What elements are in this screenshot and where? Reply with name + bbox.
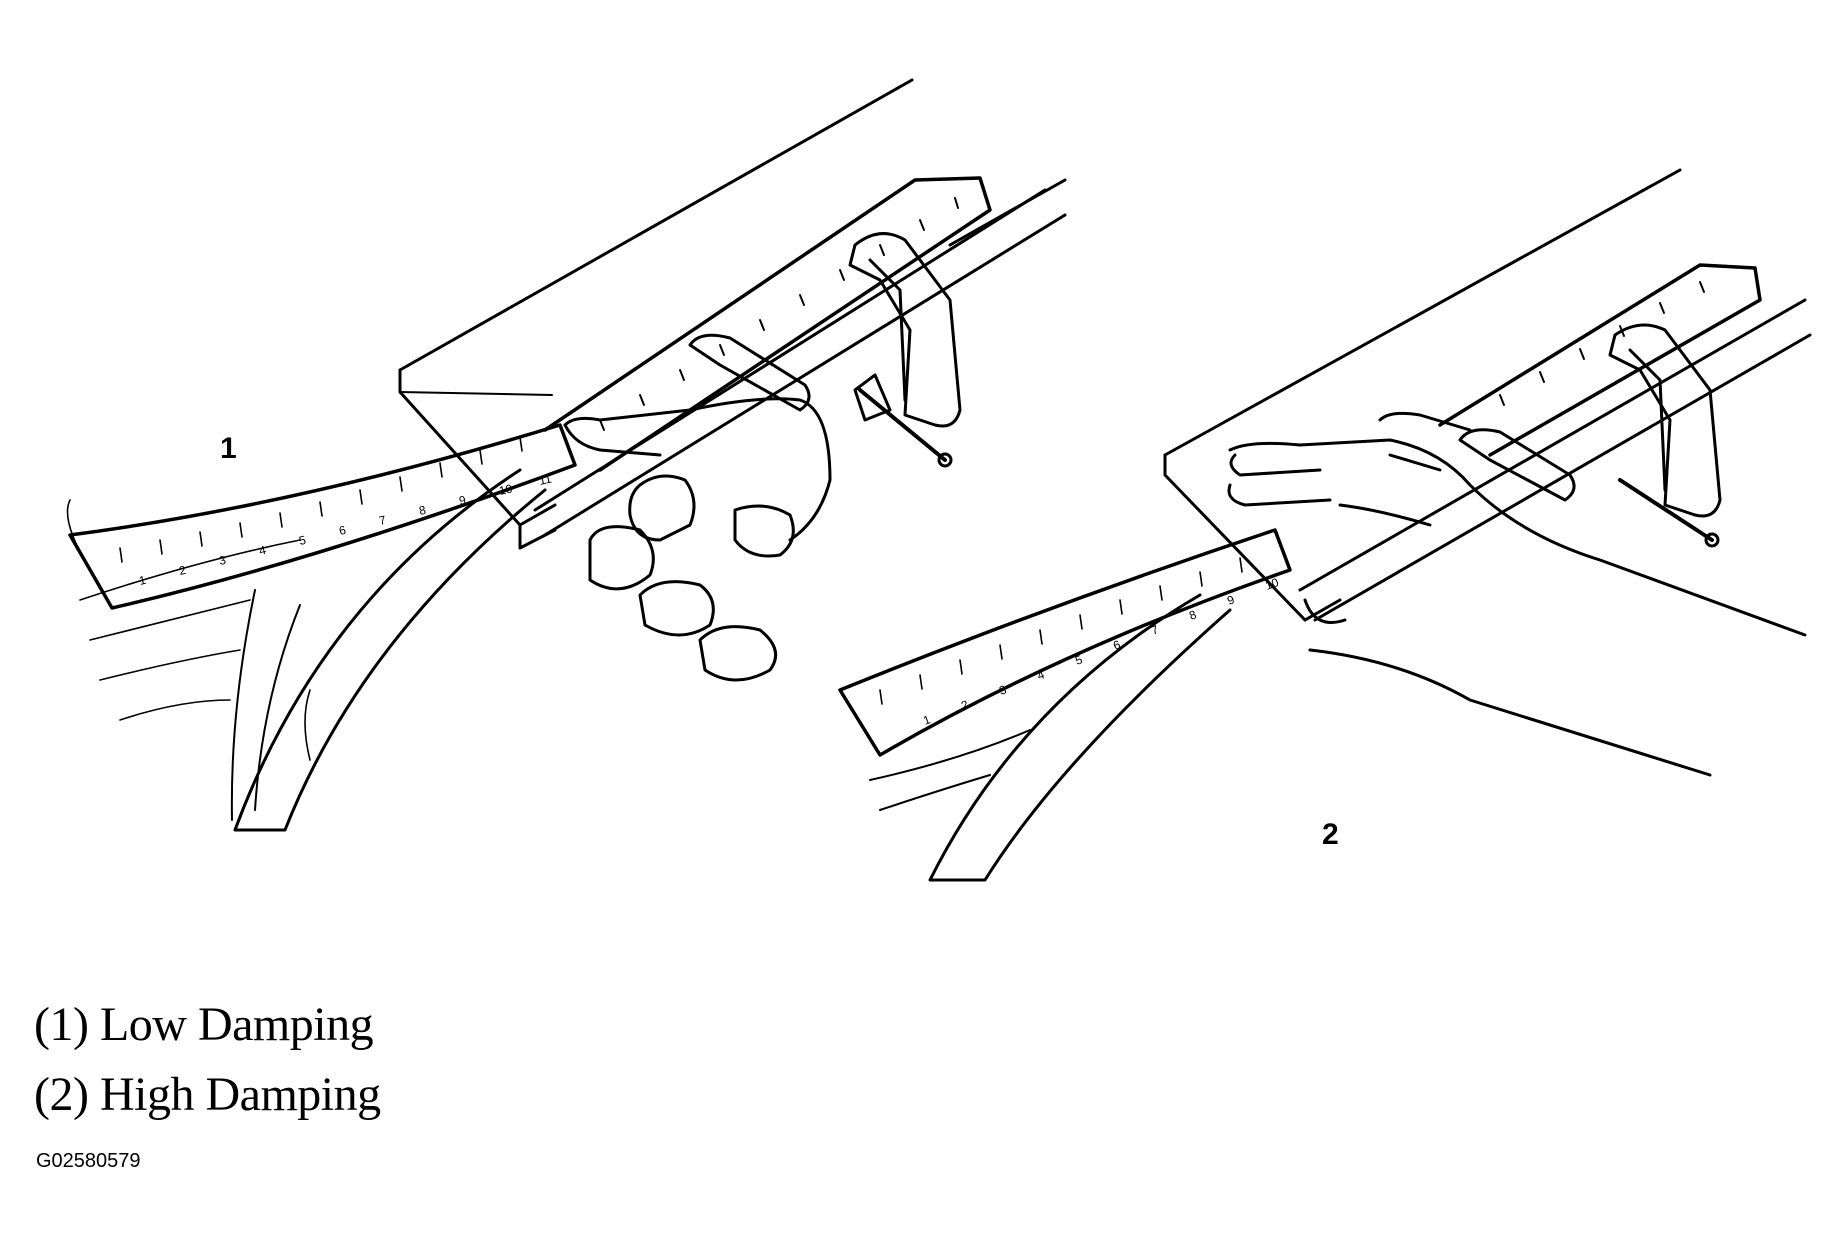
ruler-2-tick-label: 7 bbox=[1149, 622, 1160, 638]
c-clamp-2 bbox=[1458, 323, 1722, 548]
legend-low-damping: (1) Low Damping bbox=[34, 998, 374, 1051]
ruler-1-tick-label: 2 bbox=[178, 563, 188, 578]
callout-1: 1 bbox=[220, 432, 237, 465]
scene-high-damping bbox=[838, 168, 1812, 882]
ruler-1-tick-label: 1 bbox=[138, 573, 148, 588]
ruler-1-tick-label: 3 bbox=[218, 553, 228, 568]
ruler-vibrating-2 bbox=[838, 528, 1292, 882]
ruler-1-tick-label: 6 bbox=[338, 523, 348, 538]
ruler-static-1 bbox=[543, 176, 992, 472]
ruler-2-tick-label: 5 bbox=[1073, 652, 1084, 668]
hand-1 bbox=[563, 397, 832, 682]
ruler-2-tick-label: 4 bbox=[1035, 667, 1046, 683]
ruler-1-tick-label: 8 bbox=[418, 503, 428, 518]
clamp-bar-1 bbox=[533, 178, 1067, 537]
table-board-1 bbox=[398, 78, 914, 550]
table-board-2 bbox=[1163, 168, 1682, 622]
scene-low-damping bbox=[66, 78, 1067, 832]
ruler-1-tick-label: 11 bbox=[538, 472, 553, 488]
clamp-bar-2 bbox=[1298, 298, 1812, 624]
ruler-2-tick-label: 8 bbox=[1187, 607, 1198, 623]
ruler-1-tick-label: 5 bbox=[298, 533, 308, 548]
ruler-1-tick-label: 7 bbox=[378, 513, 388, 528]
ruler-2-tick-label: 3 bbox=[997, 682, 1008, 698]
legend-high-damping: (2) High Damping bbox=[34, 1068, 381, 1121]
ruler-1-tick-label: 4 bbox=[258, 543, 268, 558]
figure-id: G02580579 bbox=[36, 1150, 141, 1172]
ruler-2-tick-label: 9 bbox=[1225, 592, 1236, 608]
ruler-2-tick-label: 10 bbox=[1263, 575, 1281, 593]
ruler-vibrating-1 bbox=[66, 423, 577, 832]
ruler-2-tick-label: 1 bbox=[921, 712, 932, 728]
c-clamp-1 bbox=[688, 232, 962, 468]
hand-2 bbox=[1227, 411, 1807, 777]
ruler-2-tick-label: 6 bbox=[1111, 637, 1122, 653]
ruler-1-tick-label: 10 bbox=[498, 481, 514, 498]
ruler-2-tick-label: 2 bbox=[959, 697, 970, 713]
callout-2: 2 bbox=[1322, 818, 1339, 851]
ruler-1-tick-label: 9 bbox=[458, 493, 468, 508]
